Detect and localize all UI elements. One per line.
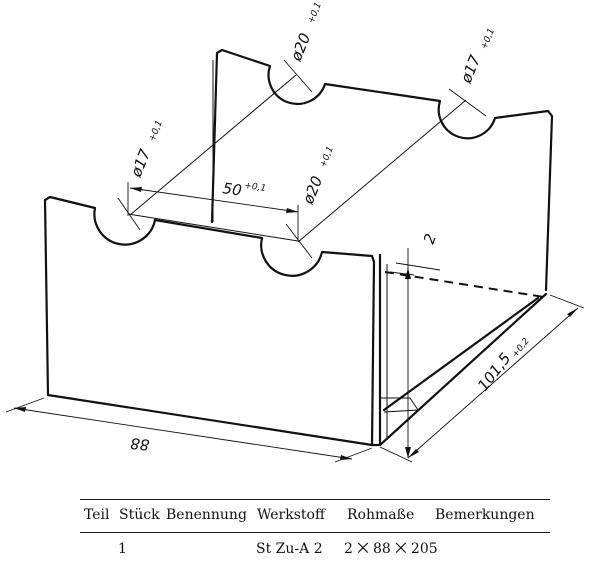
thickness-dimension [389, 248, 441, 280]
dim-front-right-diameter: ø20 [299, 174, 327, 208]
spacing-dimension [129, 187, 299, 213]
dim-front-right-tolerance: +0,1 [319, 145, 336, 169]
dim-width: 88 [130, 434, 151, 454]
dim-thickness: 2 [420, 231, 440, 246]
dim-front-left-diameter: ø17 [127, 146, 155, 180]
dim-rear-right-tolerance: +0,1 [480, 27, 497, 51]
header-benennung: Benennung [166, 507, 247, 523]
dim-depth-tolerance: +0,2 [510, 336, 532, 360]
rear-plate [210, 48, 554, 292]
dim-rear-left-tolerance: +0,1 [307, 1, 324, 25]
technical-drawing: ø20 +0,1 ø17 +0,1 ø17 +0,1 ø20 +0,1 50 +… [5, 1, 585, 463]
dim-spacing-tolerance: +0,1 [244, 181, 267, 194]
header-bemerkungen: Bemerkungen [435, 507, 535, 523]
front-plate [43, 195, 376, 447]
dimension-labels: ø20 +0,1 ø17 +0,1 ø17 +0,1 ø20 +0,1 50 +… [127, 1, 532, 454]
dim-rear-left-diameter: ø20 [287, 31, 315, 65]
table-header-rule [80, 532, 550, 533]
header-teil: Teil [84, 507, 110, 523]
dim-front-left-tolerance: +0,1 [148, 119, 165, 143]
depth-dimension [379, 268, 585, 463]
header-rohmasse: Rohmaße [347, 507, 415, 523]
table-top-rule [80, 499, 550, 500]
hole-axis-lines [127, 74, 467, 243]
dim-spacing: 50 [221, 179, 242, 199]
header-werkstoff: Werkstoff [257, 507, 325, 523]
cell-werkstoff: St Zu-A 2 [256, 541, 323, 557]
cell-teil: 1 [118, 541, 127, 557]
width-dimension [5, 397, 373, 463]
header-stueck: Stück [119, 507, 160, 523]
dim-rear-right-diameter: ø17 [457, 52, 485, 86]
diameter-leaders [117, 59, 487, 259]
dim-depth: 101,5 [474, 350, 515, 395]
cell-rohmasse: 2 ⨉ 88 ⨉ 205 [344, 541, 438, 557]
